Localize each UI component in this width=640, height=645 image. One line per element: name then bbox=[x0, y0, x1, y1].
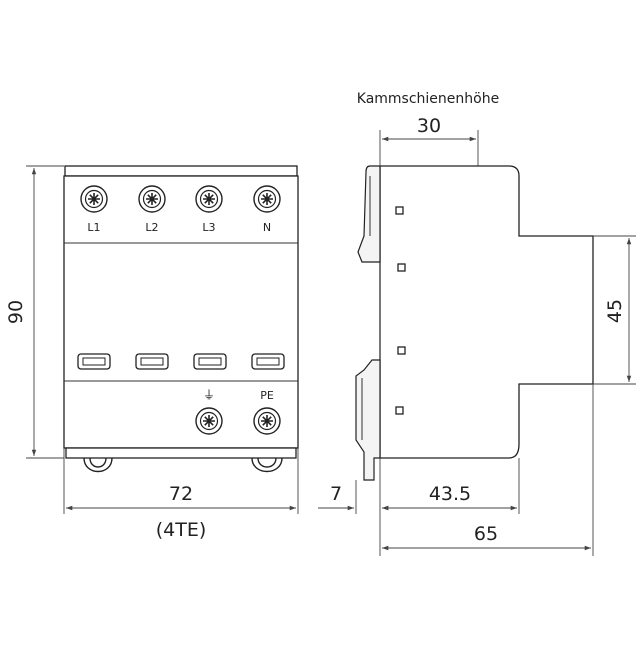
indicator-window bbox=[193, 353, 227, 370]
front-body bbox=[63, 175, 299, 449]
front-top-rim bbox=[64, 165, 298, 177]
screw-icon bbox=[253, 407, 281, 435]
din-clip-right-inner bbox=[257, 457, 277, 468]
screw-icon bbox=[253, 185, 281, 213]
din-clip-right bbox=[251, 457, 283, 473]
screw-icon bbox=[80, 185, 108, 213]
terminal-label-l2: L2 bbox=[145, 221, 158, 234]
front-base bbox=[65, 447, 297, 459]
screw-icon bbox=[195, 407, 223, 435]
busbar-height-label: Kammschienenhöhe bbox=[357, 91, 499, 107]
screw-icon bbox=[195, 185, 223, 213]
side-profile bbox=[379, 165, 594, 459]
indicator-window bbox=[135, 353, 169, 370]
side-marker bbox=[397, 346, 406, 355]
screw-icon bbox=[138, 185, 166, 213]
terminal-label-n: N bbox=[263, 221, 271, 234]
terminal-label-l1: L1 bbox=[87, 221, 100, 234]
side-marker bbox=[395, 206, 404, 215]
side-view bbox=[355, 165, 594, 481]
dimension-rail-offset: 7 bbox=[330, 483, 342, 505]
dimension-neck-height: 45 bbox=[604, 299, 626, 323]
indicator-window bbox=[251, 353, 285, 370]
indicator-window bbox=[77, 353, 111, 370]
front-dimensions: 90 72 (4TE) bbox=[5, 165, 299, 541]
dimension-width-units: (4TE) bbox=[156, 519, 207, 541]
front-view: L1 L2 L3 N ⏚ PE bbox=[63, 165, 299, 473]
dimension-busbar-height: 30 bbox=[417, 115, 441, 137]
dimension-height: 90 bbox=[5, 300, 27, 324]
rail-hook-upper bbox=[357, 165, 381, 263]
side-dimensions: Kammschienenhöhe 30 45 7 43.5 65 bbox=[318, 91, 636, 556]
terminal-label-pe: PE bbox=[260, 389, 274, 402]
dimension-front-depth: 43.5 bbox=[429, 483, 471, 505]
rail-clip-lower bbox=[355, 359, 381, 481]
dimension-width: 72 bbox=[169, 483, 193, 505]
ground-symbol-label: ⏚ bbox=[203, 388, 215, 402]
side-marker bbox=[397, 263, 406, 272]
terminal-label-l3: L3 bbox=[202, 221, 215, 234]
dimension-total-depth: 65 bbox=[474, 523, 498, 545]
side-marker bbox=[395, 406, 404, 415]
din-clip-left bbox=[83, 457, 113, 473]
din-clip-left-inner bbox=[89, 457, 107, 468]
